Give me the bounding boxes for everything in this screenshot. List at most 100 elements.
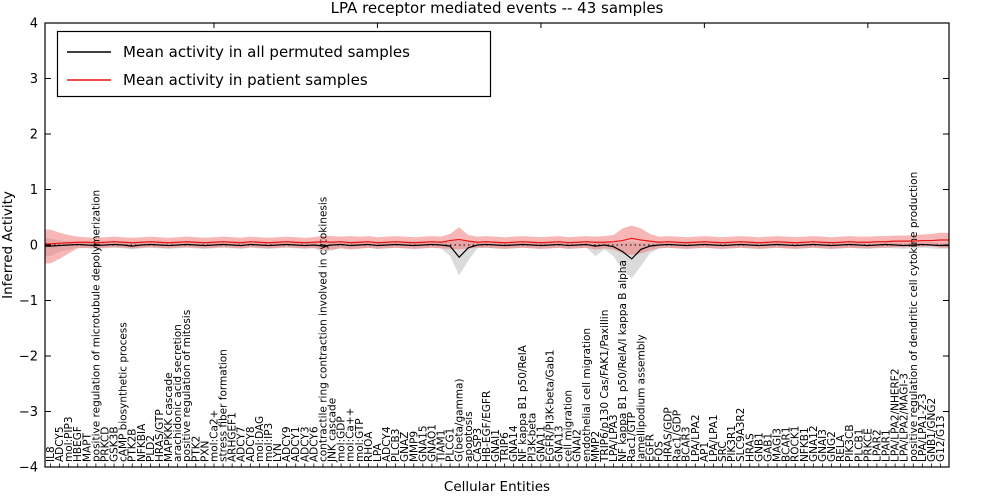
x-tick-label: SRC xyxy=(717,441,729,462)
plot-frame xyxy=(44,22,950,468)
x-tick-label: contractile ring contraction involved in… xyxy=(317,197,329,462)
x-tick-label: positive regulation of mitosis xyxy=(181,310,193,462)
x-tick-label: mol:GDP xyxy=(336,416,348,462)
x-tick-label: RHOA xyxy=(363,431,375,462)
x-tick-label: Rac1/GDP xyxy=(672,410,684,462)
x-tick-label: PLCB1 xyxy=(853,429,865,462)
x-tick-label: GNAI1 xyxy=(490,429,502,462)
x-tick-label: apoptosis xyxy=(463,411,475,462)
x-tick-label: GNA13 xyxy=(554,425,566,462)
y-axis-label: Inferred Activity xyxy=(0,191,16,299)
x-tick-label: PLD2 xyxy=(145,435,157,462)
legend-label-permuted: Mean activity in all permuted samples xyxy=(123,43,410,61)
x-tick-label: PRKCE xyxy=(862,428,874,462)
x-tick-label: ADCY1 xyxy=(290,426,302,462)
y-tick-label: −2 xyxy=(19,350,38,365)
y-tick-label: −3 xyxy=(19,405,38,420)
x-tick-label: G(beta/gamma) xyxy=(454,378,466,462)
x-tick-label: HRAS xyxy=(744,433,756,462)
x-tick-label: ADCY9 xyxy=(281,426,293,462)
x-tick-label: LPA/LPA2 xyxy=(690,414,702,462)
x-tick-label: LPA/LPA1 xyxy=(708,414,720,462)
patient-mean-line xyxy=(45,237,949,245)
y-tick-label: −1 xyxy=(19,294,38,309)
x-tick-label: mol:GTP xyxy=(354,418,366,462)
legend-box xyxy=(56,30,492,98)
y-tick-label: 0 xyxy=(30,239,38,254)
x-tick-label: mol:Ca++ xyxy=(345,408,357,462)
x-tick-label: PXN xyxy=(199,441,211,462)
x-tick-label: endothelial cell migration xyxy=(581,328,593,462)
x-tick-label: RELA xyxy=(835,434,847,462)
x-tick-label: Rac1/GTP xyxy=(626,412,638,462)
x-tick-label: NF kappa B1 p50/RelA xyxy=(517,344,529,462)
x-tick-label: GNA11 xyxy=(535,425,547,462)
x-tick-label: PLCG1 xyxy=(445,428,457,462)
y-tick-label: 4 xyxy=(30,17,38,32)
x-tick-label: LPA/LPA3 xyxy=(608,414,620,462)
x-tick-label: GAB1 xyxy=(762,433,774,462)
x-tick-label: CASP3 xyxy=(472,428,484,462)
y-tick-label: 1 xyxy=(30,183,38,198)
x-tick-label: FOS xyxy=(653,441,665,462)
x-tick-label: PLCB3 xyxy=(390,429,402,462)
x-tick-label: PTK2 xyxy=(190,436,202,462)
x-tick-label: mol:Ca2+ xyxy=(208,410,220,462)
x-tick-label: LPA/LPA1-2-3 xyxy=(917,393,929,462)
x-tick-label: ADCY8 xyxy=(245,426,257,462)
x-tick-label: NFKBIA xyxy=(136,423,148,462)
x-tick-label: ADCY3 xyxy=(299,426,311,462)
x-tick-label: mol:IP3 xyxy=(263,423,275,462)
y-tick-label: 3 xyxy=(30,72,38,87)
x-tick-label: MAPKKK cascade xyxy=(163,372,175,462)
x-tick-label: lamellipodium assembly xyxy=(635,334,647,462)
x-tick-label: ADCY7 xyxy=(236,426,248,462)
chart-title: LPA receptor mediated events -- 43 sampl… xyxy=(331,0,664,17)
x-tick-label: GNB1 xyxy=(753,432,765,462)
x-tick-label: arachidonic acid secretion xyxy=(172,324,184,462)
x-tick-label: ADCY6 xyxy=(308,426,320,462)
x-tick-label: EGFR xyxy=(644,434,656,462)
x-tick-label: BCAR3 xyxy=(681,426,693,462)
x-tick-label: IL8 xyxy=(45,446,57,462)
x-tick-label: mol:PIP3 xyxy=(63,416,75,462)
x-tick-label: GNA15 xyxy=(417,425,429,462)
x-tick-label: GNB1/GNG2 xyxy=(926,398,938,462)
x-tick-label: GNAZ xyxy=(399,432,411,462)
x-tick-label: MMP9 xyxy=(408,431,420,462)
x-tick-label: GNG2 xyxy=(826,431,838,462)
x-tick-label: NF kappa B1 p50/RelA/I kappa B alpha xyxy=(617,260,629,462)
permuted-mean-line xyxy=(45,243,949,260)
x-tick-label: LYN xyxy=(272,443,284,462)
x-tick-label: LPA/LPA2/NHERF2 xyxy=(890,368,902,462)
x-tick-label: MAPT xyxy=(81,432,93,462)
x-tick-label: GNAI3 xyxy=(817,429,829,462)
legend-label-patient: Mean activity in patient samples xyxy=(123,71,368,89)
x-tick-label: PIK3R1 xyxy=(726,425,738,462)
x-axis-label: Cellular Entities xyxy=(444,479,550,495)
x-tick-label: ADCY5 xyxy=(54,426,66,462)
x-tick-label: PTK2B xyxy=(127,428,139,462)
x-tick-label: HRAS/GTP xyxy=(154,409,166,462)
x-tick-label: HB-EGF/EGFR xyxy=(481,391,493,462)
x-tick-label: stress fiber formation xyxy=(218,349,230,462)
x-tick-label: PIK3CB xyxy=(844,424,856,462)
x-tick-label: cAMP biosynthetic process xyxy=(118,322,130,462)
x-tick-label: PRKCD xyxy=(99,427,111,462)
x-tick-label: LPAR1 xyxy=(881,429,893,462)
x-tick-label: ARHGEF1 xyxy=(227,412,239,462)
y-tick-label: 2 xyxy=(30,128,38,143)
x-tick-label: MMP2 xyxy=(590,431,602,462)
x-tick-label: MAGI3 xyxy=(772,428,784,462)
x-tick-label: AP1 xyxy=(699,442,711,462)
x-tick-label: BCAR1 xyxy=(781,426,793,462)
patient-band xyxy=(45,225,949,264)
x-tick-label: TRIP6 xyxy=(499,432,511,463)
x-tick-label: GNAI2 xyxy=(572,429,584,462)
x-tick-label: NFKB1 xyxy=(799,427,811,462)
x-tick-label: GNA12 xyxy=(808,425,820,462)
x-tick-label: G12/G13 xyxy=(935,415,947,462)
